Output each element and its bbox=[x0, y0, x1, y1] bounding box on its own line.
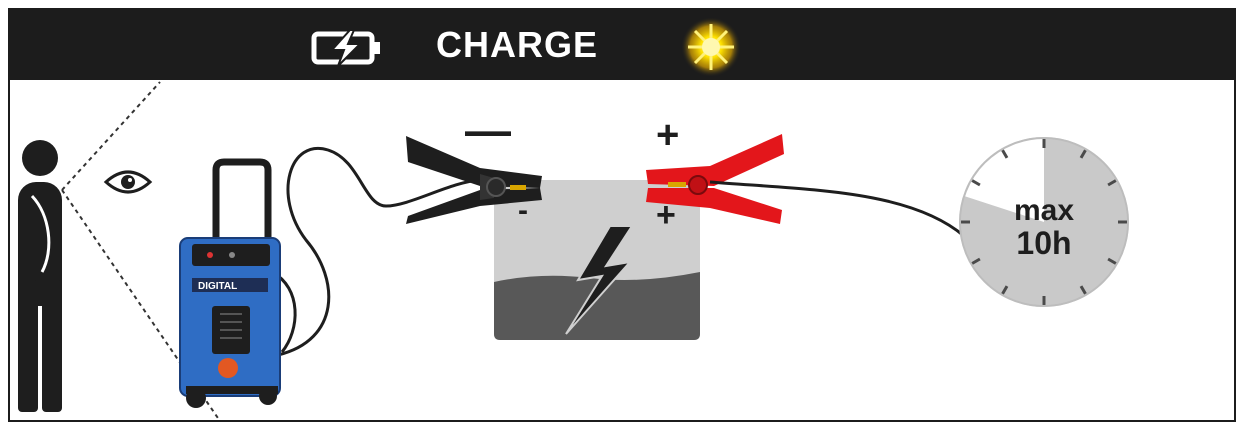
clock-tick bbox=[1079, 285, 1087, 295]
timer-line-2: 10h bbox=[1016, 225, 1071, 261]
battery-charger: DIGITAL bbox=[179, 158, 281, 408]
negative-clamp: — bbox=[406, 104, 542, 224]
battery-negative-terminal-label: - bbox=[518, 194, 528, 227]
car-battery: - + bbox=[494, 180, 700, 340]
page-title: CHARGE bbox=[436, 24, 599, 65]
positive-clamp-sign: + bbox=[656, 113, 679, 157]
charging-diagram: DIGITAL - + — bbox=[18, 81, 1129, 420]
header-bar: CHARGE bbox=[10, 10, 1234, 80]
positive-cable bbox=[709, 180, 965, 238]
clock-tick bbox=[971, 179, 981, 187]
person-icon bbox=[18, 140, 62, 412]
positive-clamp: + bbox=[646, 113, 784, 224]
charger-brand: DIGITAL bbox=[198, 281, 237, 292]
clock-tick bbox=[1001, 285, 1009, 295]
negative-cable bbox=[277, 146, 481, 357]
diagram-frame: CHARGE bbox=[8, 8, 1236, 422]
battery-positive-terminal-label: + bbox=[656, 196, 676, 234]
clock-tick bbox=[1079, 149, 1087, 159]
battery-charging-icon bbox=[311, 29, 380, 67]
timer-elapsed-sector bbox=[964, 138, 1044, 222]
lightning-bolt-icon bbox=[565, 225, 634, 335]
clock-tick bbox=[971, 257, 981, 265]
eye-icon bbox=[103, 170, 153, 194]
clock-ticks bbox=[961, 139, 1127, 305]
clock-tick bbox=[1001, 149, 1009, 159]
yellow-led-glow-icon bbox=[681, 17, 741, 77]
negative-clamp-sign: — bbox=[465, 104, 511, 156]
line-of-sight bbox=[61, 81, 221, 420]
timer-line-1: max bbox=[1014, 194, 1074, 227]
clock-tick bbox=[1107, 257, 1117, 265]
max-charge-time-clock: max 10h bbox=[959, 137, 1129, 307]
clock-tick bbox=[1107, 179, 1117, 187]
